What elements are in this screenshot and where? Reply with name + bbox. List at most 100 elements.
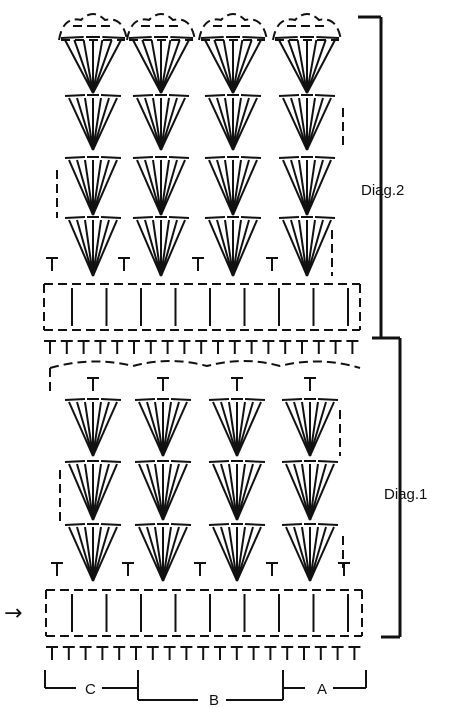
cluster-row-lower-290 [92,463,118,521]
cluster-row-upper-93 [76,159,94,216]
cluster-row-upper-84 [298,97,308,151]
shell-fan-29 [204,39,234,94]
cluster-row-lower-296 [154,463,164,521]
cluster-cap-101 [100,156,122,159]
shell-fan-18 [150,39,162,94]
cluster-row-lower-338 [162,526,172,582]
cluster-row-upper-82 [282,97,308,151]
cluster-row-lower-250 [92,401,118,457]
cluster-cap-89 [278,94,300,97]
cluster-cap-51 [316,36,340,39]
cluster-row-lower-346 [228,526,238,582]
cluster-row-upper-134 [84,219,94,277]
shell-fan-33 [232,39,244,94]
cluster-row-lower-345 [220,526,238,582]
cluster-cap-59 [64,94,86,97]
cluster-row-upper-147 [160,219,178,277]
cluster-row-lower-256 [154,401,164,457]
shell-fan-43 [287,39,308,94]
cluster-cap-273 [244,398,266,401]
cluster-row-lower-298 [162,463,172,521]
cluster-cap-23 [128,36,152,39]
cluster-row-lower-326 [84,526,94,582]
cluster-cap-99 [64,156,86,159]
cluster-cap-109 [132,156,154,159]
cluster-cap-293 [100,460,122,463]
shell-fan-7 [92,39,104,94]
cluster-cap-79 [204,94,226,97]
cluster-cap-71 [168,94,190,97]
shell-fan-20 [160,39,172,94]
cluster-row-upper-72 [208,97,234,151]
cluster-row-lower-315 [293,463,311,521]
cluster-row-upper-87 [306,97,324,151]
cluster-row-lower-279 [309,401,327,457]
cluster-cap-36 [200,36,224,39]
cluster-row-lower-276 [301,401,311,457]
shell-fan-3 [64,39,94,94]
shell-arc-26 [198,13,268,41]
cluster-row-lower-308 [236,463,246,521]
cluster-row-upper-153 [216,219,234,277]
cluster-row-upper-77 [232,97,250,151]
shell-fan-48 [306,39,336,94]
cluster-row-lower-318 [309,463,319,521]
cluster-cap-353 [244,523,266,526]
cluster-row-lower-270 [236,401,262,457]
cluster-cap-61 [100,94,122,97]
cluster-row-upper-94 [84,159,94,216]
cluster-row-upper-128 [306,159,332,216]
cluster-cap-141 [100,216,122,219]
cluster-row-upper-156 [232,219,242,277]
cluster-cap-49 [274,36,298,39]
cluster-row-lower-335 [146,526,164,582]
cluster-row-upper-86 [306,97,316,151]
cluster-row-lower-360 [309,526,335,582]
cluster-row-upper-53 [76,97,94,151]
cluster-row-lower-336 [154,526,164,582]
cluster-row-lower-356 [301,526,311,582]
cluster-row-lower-316 [301,463,311,521]
cluster-row-lower-320 [309,463,335,521]
cluster-row-lower-330 [92,526,118,582]
cluster-row-upper-124 [298,159,308,216]
repeat-a-label: A [317,681,327,698]
cluster-row-lower-245 [76,401,94,457]
cluster-row-upper-66 [160,97,170,151]
cluster-cap-291 [64,460,86,463]
cluster-row-upper-164 [298,219,308,277]
cluster-cap-119 [204,156,226,159]
cluster-cap-169 [278,216,300,219]
cluster-row-lower-274 [285,401,311,457]
cluster-row-upper-117 [232,159,250,216]
cluster-row-upper-74 [224,97,234,151]
cluster-row-lower-314 [285,463,311,521]
cluster-row-lower-305 [220,463,238,521]
shell-fan-21 [160,39,181,94]
cluster-row-upper-64 [152,97,162,151]
cluster-cap-111 [168,156,190,159]
repeat-b-label: B [209,692,219,708]
cluster-row-upper-107 [160,159,178,216]
cluster-row-lower-260 [162,401,188,457]
cluster-row-lower-319 [309,463,327,521]
cluster-row-lower-349 [236,526,254,582]
shell-fan-34 [232,39,253,94]
shell-arc-13 [126,13,196,41]
cluster-row-upper-163 [290,219,308,277]
cluster-row-upper-152 [208,219,234,277]
cluster-row-lower-328 [92,526,102,582]
cluster-row-upper-112 [208,159,234,216]
shell-fan-8 [92,39,113,94]
cluster-row-lower-284 [68,463,94,521]
diag1-label: Diag.1 [384,486,427,503]
cluster-row-upper-63 [144,97,162,151]
cluster-cap-271 [208,398,230,401]
cluster-row-upper-57 [92,97,110,151]
cluster-row-upper-78 [232,97,258,151]
cluster-row-lower-266 [228,401,238,457]
cluster-row-upper-106 [160,159,170,216]
cluster-row-lower-350 [236,526,262,582]
cluster-row-upper-62 [136,97,162,151]
